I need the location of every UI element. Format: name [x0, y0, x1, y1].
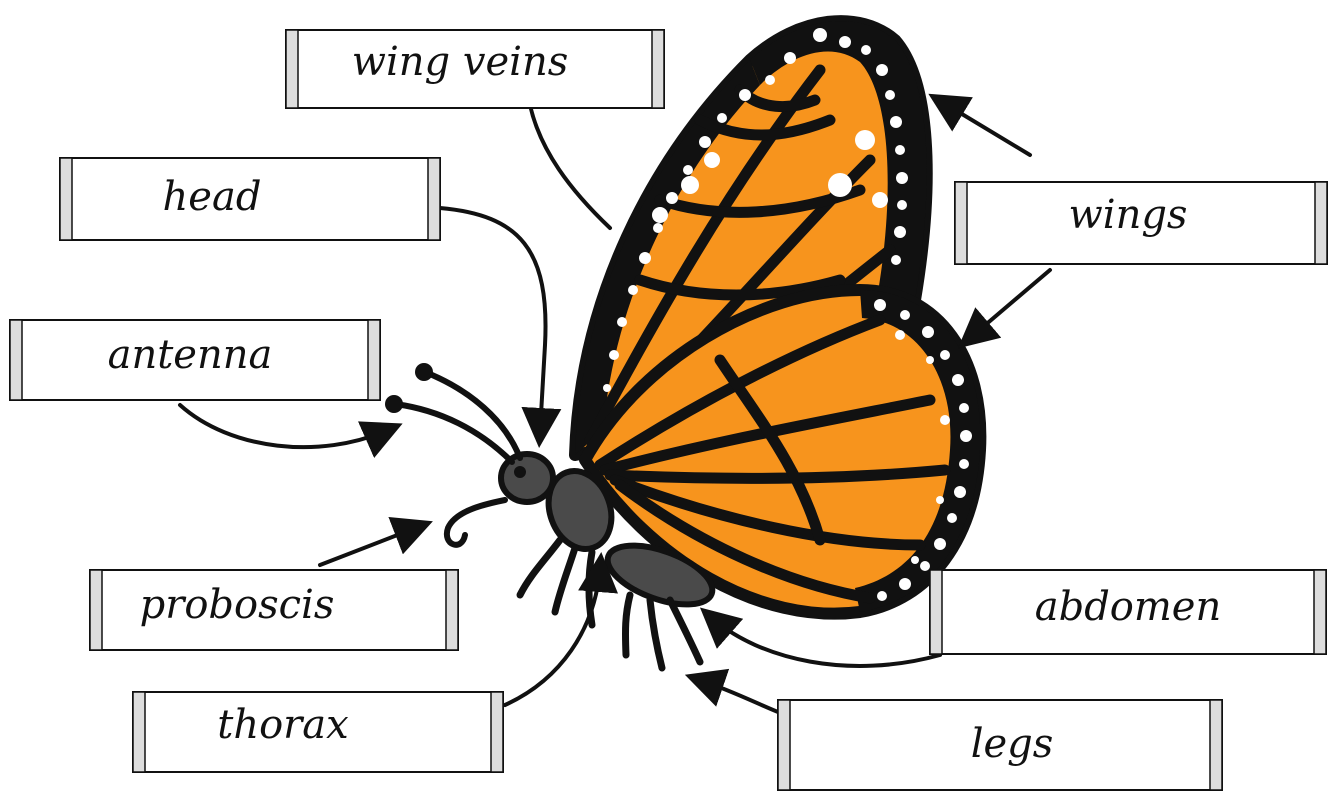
label-banner-antenna: antenna: [10, 320, 380, 400]
label-legs: legs: [971, 721, 1054, 767]
abdomen-arrow: [712, 618, 940, 666]
label-banner-legs: legs: [778, 700, 1222, 790]
wings-arrow-upper: [942, 102, 1030, 155]
label-banner-wing-veins: wing veins: [286, 30, 664, 108]
label-abdomen: abdomen: [1035, 584, 1222, 630]
label-banner-thorax: thorax: [133, 692, 503, 772]
label-banner-wings: wings: [955, 182, 1327, 264]
proboscis-shape: [447, 500, 505, 545]
head-arrow: [440, 208, 546, 432]
label-wing-veins: wing veins: [352, 39, 568, 85]
butterfly: [385, 21, 980, 668]
label-banner-proboscis: proboscis: [90, 570, 458, 650]
antenna-tip: [415, 363, 433, 381]
antennae: [395, 372, 520, 462]
label-proboscis: proboscis: [140, 582, 335, 628]
label-antenna: antenna: [108, 332, 273, 378]
label-wings: wings: [1069, 192, 1188, 238]
label-banner-head: head: [60, 158, 440, 240]
wings-arrow-lower: [970, 270, 1050, 338]
legs-arrow: [700, 680, 778, 712]
wing-veins-pointer: [530, 105, 610, 228]
antenna-arrow: [180, 405, 388, 447]
label-head: head: [163, 174, 262, 220]
proboscis-arrow: [320, 527, 418, 565]
antenna-tip: [385, 395, 403, 413]
label-banner-abdomen: abdomen: [930, 570, 1326, 654]
label-thorax: thorax: [217, 702, 348, 748]
